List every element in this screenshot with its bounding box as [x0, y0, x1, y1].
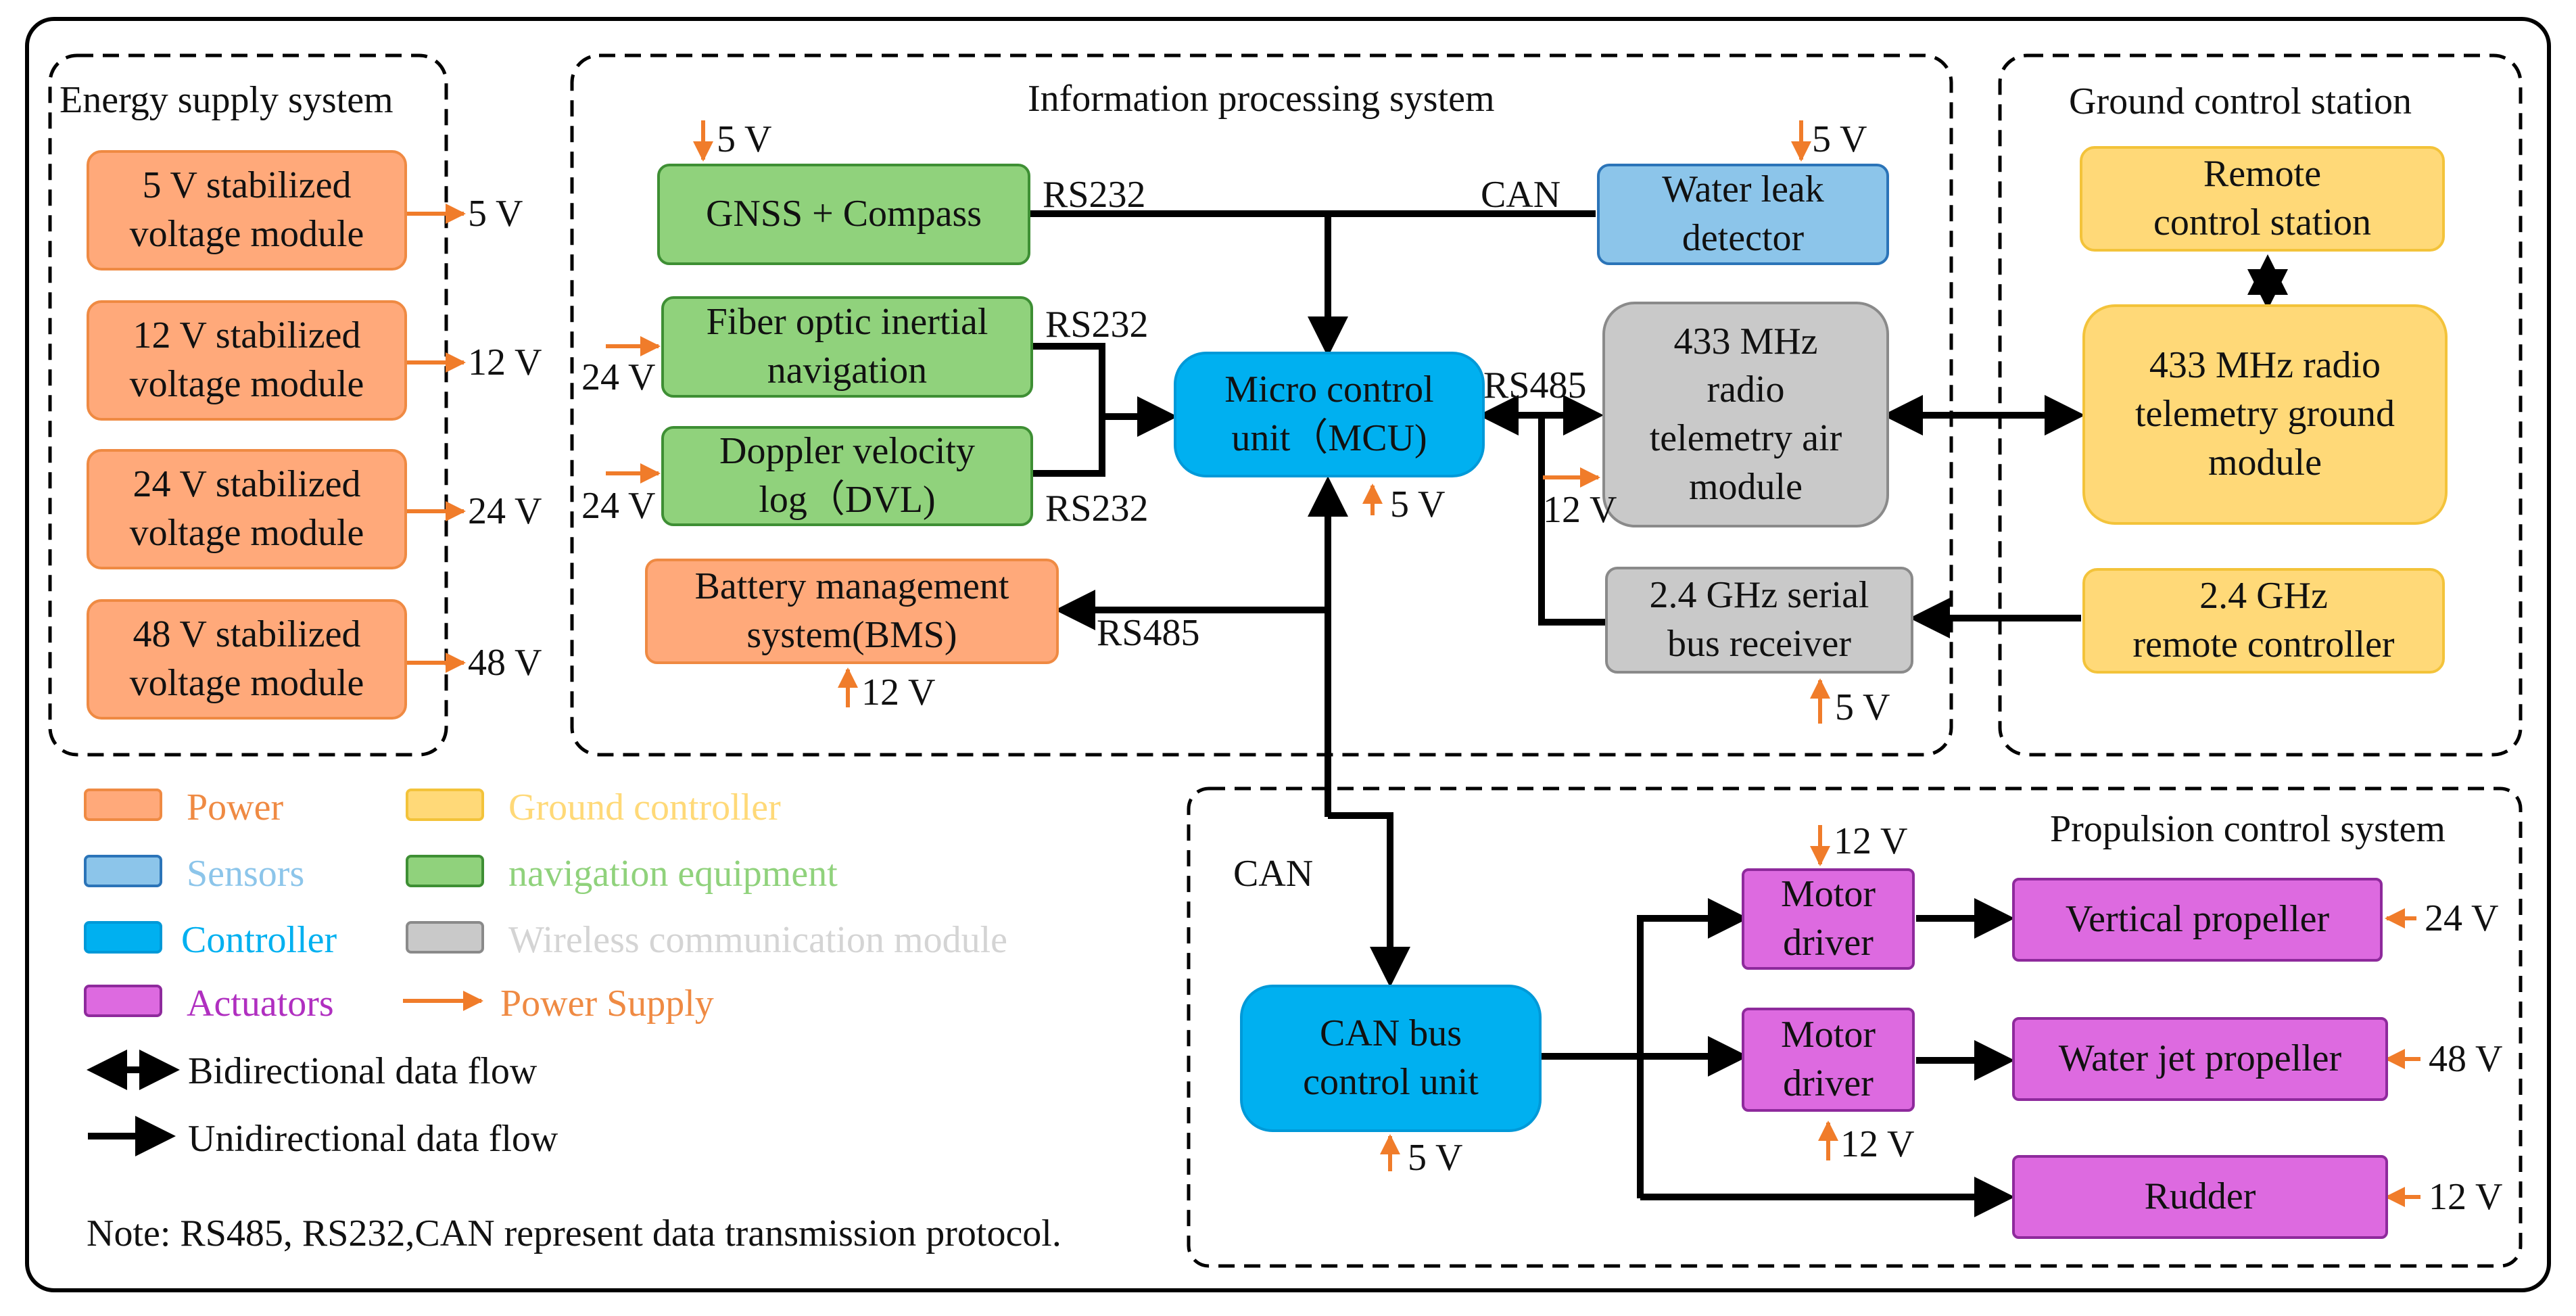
legend-swatch-sensors — [84, 855, 162, 887]
power-label-radio-air: 12 V — [1543, 489, 1617, 531]
protocol-can-leak: CAN — [1481, 174, 1561, 216]
serial-bus-receiver-box: 2.4 GHz serial bus receiver — [1605, 567, 1913, 674]
legend-swatch-wireless — [406, 921, 484, 954]
power-label-waterjet: 48 V — [2429, 1038, 2503, 1080]
legend-label-unidirectional: Unidirectional data flow — [188, 1118, 558, 1160]
dvl-to-mcu — [1033, 396, 1178, 477]
outer-frame — [25, 17, 2551, 1292]
ground-frame — [1998, 53, 2523, 757]
power-label-motor1: 12 V — [1834, 820, 1908, 862]
energy-module-12v: 12 V stabilized voltage module — [87, 300, 407, 421]
rudder-box: Rudder — [2012, 1155, 2388, 1239]
dvl-box: Doppler velocity log（DVL) — [661, 426, 1033, 526]
legend-swatch-navigation — [406, 855, 484, 887]
energy-module-48v: 48 V stabilized voltage module — [87, 599, 407, 720]
legend-label-actuators: Actuators — [187, 983, 334, 1025]
can-bus-line — [1328, 812, 1410, 987]
info-system-title: Information processing system — [1028, 78, 1495, 120]
motor-driver-2-box: Motor driver — [1742, 1008, 1915, 1112]
power-label-can-unit: 5 V — [1408, 1137, 1463, 1179]
energy-output-48v: 48 V — [468, 642, 542, 684]
vertical-propeller-box: Vertical propeller — [2012, 878, 2383, 962]
power-label-motor2: 12 V — [1840, 1123, 1915, 1165]
legend-label-wireless: Wireless communication module — [508, 919, 1008, 961]
energy-system-title: Energy supply system — [59, 79, 393, 121]
serial-to-mcu — [1538, 415, 1605, 626]
legend-swatch-actuators — [84, 985, 162, 1017]
motor-driver-1-box: Motor driver — [1742, 868, 1915, 970]
power-label-serial: 5 V — [1835, 686, 1890, 728]
bms-box: Battery management system(BMS) — [645, 559, 1059, 664]
water-jet-propeller-box: Water jet propeller — [2012, 1017, 2388, 1101]
legend-label-power: Power — [187, 786, 284, 828]
protocol-note: Note: RS485, RS232,CAN represent data tr… — [87, 1213, 1062, 1254]
energy-frame — [48, 53, 448, 757]
propulsion-system-title: Propulsion control system — [2050, 808, 2446, 850]
water-leak-detector-box: Water leak detector — [1597, 164, 1889, 265]
power-label-gnss: 5 V — [717, 118, 772, 160]
legend-swatch-ground-controller — [406, 789, 484, 821]
can-bus-control-unit-box: CAN bus control unit — [1240, 985, 1542, 1132]
gnss-compass-box: GNSS + Compass — [657, 164, 1030, 265]
legend-label-ground-controller: Ground controller — [508, 786, 781, 828]
power-label-rudder: 12 V — [2429, 1176, 2503, 1218]
propulsion-frame — [1187, 786, 2523, 1268]
protocol-rs485-bms: RS485 — [1097, 612, 1200, 654]
legend-label-bidirectional: Bidirectional data flow — [188, 1050, 538, 1092]
legend-label-sensors: Sensors — [187, 853, 305, 895]
protocol-rs232-gnss: RS232 — [1043, 174, 1146, 216]
legend-label-navigation: navigation equipment — [508, 853, 838, 895]
legend-swatch-power — [84, 789, 162, 821]
power-label-fiber: 24 V — [581, 356, 656, 398]
energy-output-24v: 24 V — [468, 490, 542, 532]
protocol-rs232-fiber: RS232 — [1045, 304, 1149, 346]
mcu-box: Micro control unit（MCU) — [1174, 352, 1485, 477]
power-label-bms: 12 V — [861, 672, 936, 713]
legend-label-power-supply: Power Supply — [500, 983, 714, 1025]
protocol-rs485-mcu: RS485 — [1483, 365, 1587, 406]
power-label-dvl: 24 V — [581, 485, 656, 527]
remote-control-station-box: Remote control station — [2080, 146, 2445, 252]
legend-label-controller: Controller — [181, 919, 337, 961]
energy-output-12v: 12 V — [468, 342, 542, 383]
power-label-mcu: 5 V — [1390, 484, 1446, 525]
ground-station-title: Ground control station — [2069, 80, 2412, 122]
fiber-optic-navigation-box: Fiber optic inertial navigation — [661, 296, 1033, 398]
fiber-to-mcu — [1033, 343, 1105, 419]
protocol-can-bus: CAN — [1233, 853, 1314, 895]
branch-top — [1637, 898, 1748, 1198]
protocol-rs232-dvl: RS232 — [1045, 488, 1149, 530]
radio-telemetry-ground-module-box: 433 MHz radio telemetry ground module — [2082, 304, 2448, 525]
radio-telemetry-air-module-box: 433 MHz radio telemetry air module — [1602, 302, 1889, 527]
energy-module-5v: 5 V stabilized voltage module — [87, 150, 407, 271]
energy-output-5v: 5 V — [468, 193, 523, 235]
legend-swatch-controller — [84, 921, 162, 954]
energy-module-24v: 24 V stabilized voltage module — [87, 449, 407, 569]
remote-controller-box: 2.4 GHz remote controller — [2082, 568, 2445, 674]
power-label-leak: 5 V — [1812, 118, 1867, 160]
power-label-vertical: 24 V — [2425, 897, 2499, 939]
